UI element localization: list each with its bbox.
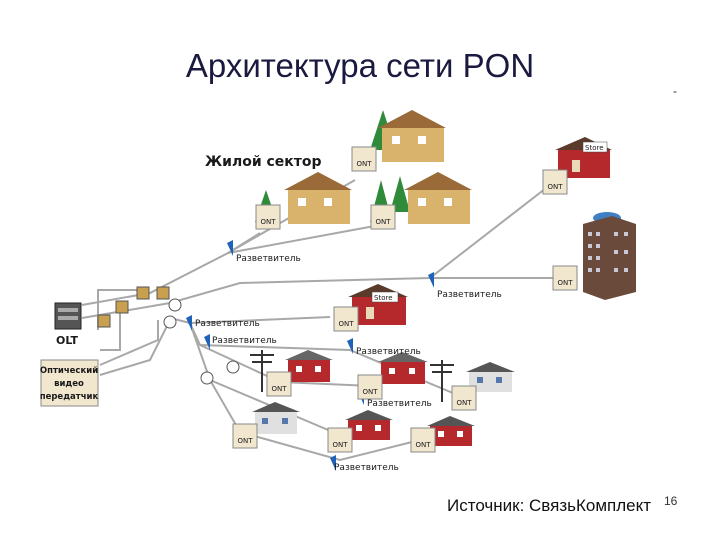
utility-pole-icon [250, 350, 274, 392]
ont-label: ONT [260, 218, 276, 226]
splitter-label: Разветвитель [356, 347, 421, 357]
ont-label: ONT [338, 320, 354, 328]
house-icon [284, 172, 352, 224]
splitter-label: Разветвитель [334, 463, 399, 473]
house-icon [466, 362, 515, 392]
house-icon [345, 410, 393, 440]
house-icon [427, 416, 475, 446]
slide-number: 16 [664, 494, 678, 508]
store-icon: Store [555, 137, 612, 178]
ont-label: ONT [456, 399, 472, 407]
store-sign-label: Store [374, 294, 393, 302]
splitter-label: Разветвитель [236, 254, 301, 264]
ont-label: ONT [362, 388, 378, 396]
corner-dash: - [673, 84, 677, 98]
ont-box: ONT [410, 427, 436, 453]
residential-sector-label: Жилой сектор [205, 154, 322, 170]
ont-label: ONT [375, 218, 391, 226]
ont-box: ONT [370, 204, 396, 230]
source-caption: Источник: СвязьКомплект [447, 496, 652, 515]
house-icon [378, 352, 428, 384]
video-transmitter-box: Оптический видео передатчик [40, 359, 99, 407]
ont-box: ONT [357, 374, 383, 400]
ont-label: ONT [332, 441, 348, 449]
splitter-label: Разветвитель [367, 399, 432, 409]
splitter-label: Разветвитель [212, 336, 277, 346]
ont-label: ONT [547, 183, 563, 191]
ont-label: ONT [271, 385, 287, 393]
video-transmitter-line1: Оптический [40, 366, 98, 376]
splitter-label: Разветвитель [195, 319, 260, 329]
utility-pole-icon [430, 360, 454, 402]
store-icon: Store [348, 284, 408, 325]
olt-label: OLT [56, 334, 79, 347]
ont-box: ONT [232, 423, 258, 449]
ont-box: ONT [351, 146, 377, 172]
store-sign-label: Store [585, 144, 604, 152]
ont-box: ONT [327, 427, 353, 453]
ont-box: ONT [266, 371, 292, 397]
house-icon [285, 350, 333, 382]
ont-box: ONT [333, 306, 359, 332]
olt-device-icon [54, 302, 82, 330]
video-transmitter-line3: передатчик [40, 392, 99, 402]
office-building-icon [583, 212, 636, 300]
coupler-icon [163, 298, 240, 385]
house-icon [404, 172, 472, 224]
house-icon [378, 110, 446, 162]
ont-label: ONT [237, 437, 253, 445]
ont-label: ONT [356, 160, 372, 168]
ont-label: ONT [557, 279, 573, 287]
equipment-box-icon [97, 286, 170, 328]
video-transmitter-line2: видео [54, 379, 84, 389]
ont-box: ONT [451, 385, 477, 411]
slide-title: Архитектура сети PON [185, 47, 535, 84]
splitter-label: Разветвитель [437, 290, 502, 300]
ont-label: ONT [415, 441, 431, 449]
ont-box: ONT [255, 204, 281, 230]
ont-box: ONT [552, 265, 578, 291]
ont-box: ONT [542, 169, 568, 195]
house-icon [252, 402, 300, 434]
